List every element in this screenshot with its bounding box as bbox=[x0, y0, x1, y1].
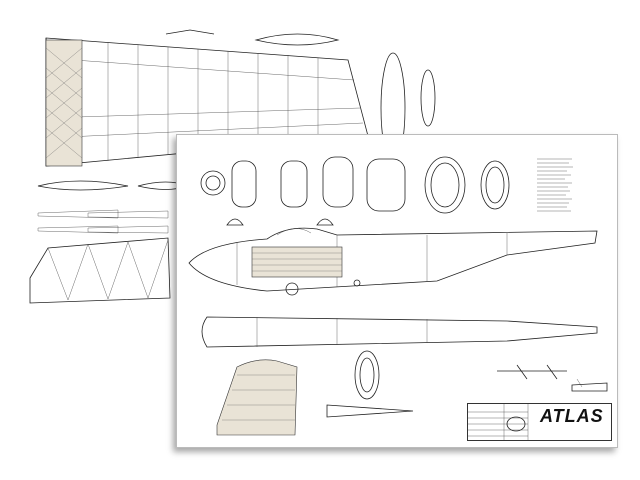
fuselage-plan-sheet: ATLAS bbox=[176, 134, 618, 448]
fin-view bbox=[216, 359, 298, 436]
wing-plan-drawing bbox=[29, 29, 436, 304]
title-block: ATLAS bbox=[467, 403, 612, 441]
fuselage-top-view bbox=[201, 316, 598, 348]
three-view-sketch bbox=[497, 364, 608, 392]
title-block-lines bbox=[468, 404, 529, 440]
cross-sections bbox=[200, 156, 510, 226]
wing-truss bbox=[29, 237, 171, 304]
tail-sections bbox=[326, 350, 414, 418]
fuselage-side-view bbox=[188, 227, 598, 296]
parts-list bbox=[537, 158, 573, 212]
fuselage-plan-drawing bbox=[188, 156, 608, 436]
plan-title: ATLAS bbox=[540, 406, 604, 426]
rib-profiles bbox=[37, 180, 190, 234]
wing-root-block bbox=[45, 39, 83, 167]
logo-icon bbox=[506, 416, 526, 432]
